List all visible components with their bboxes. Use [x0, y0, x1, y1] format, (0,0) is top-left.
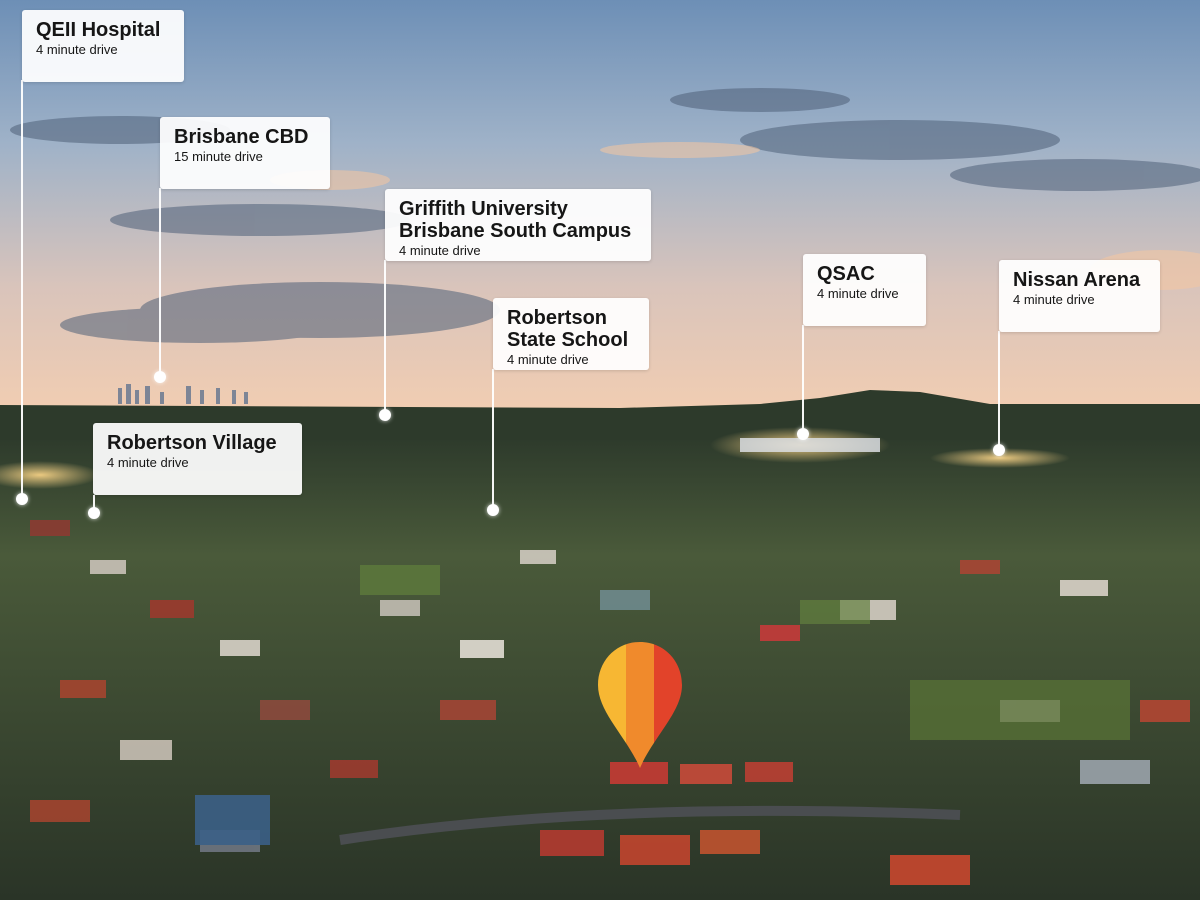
location-name: QSAC [817, 263, 875, 285]
drive-time: 4 minute drive [507, 352, 589, 367]
location-name: Robertson State School [507, 307, 629, 351]
drive-time: 4 minute drive [1013, 292, 1095, 307]
drive-time: 4 minute drive [817, 286, 899, 301]
leader-line-griffith [384, 260, 386, 414]
leader-line-school [492, 369, 494, 509]
location-name: Nissan Arena [1013, 269, 1141, 291]
location-name: Griffith University Brisbane South Campu… [399, 198, 632, 242]
anchor-dot-nissan [993, 444, 1005, 456]
leader-line-qeii [21, 80, 23, 498]
drive-time: 15 minute drive [174, 149, 263, 164]
anchor-dot-school [487, 504, 499, 516]
leader-line-village [93, 495, 95, 513]
location-label-school: Robertson State School 4 minute drive [493, 298, 649, 370]
map-pin-icon [598, 642, 682, 768]
location-label-cbd: Brisbane CBD 15 minute drive [160, 117, 330, 189]
drive-time: 4 minute drive [399, 243, 481, 258]
leader-line-cbd [159, 188, 161, 376]
leader-line-qsac [802, 325, 804, 433]
location-label-village: Robertson Village 4 minute drive [93, 423, 302, 495]
anchor-dot-qeii [16, 493, 28, 505]
drive-time: 4 minute drive [36, 42, 118, 57]
anchor-dot-cbd [154, 371, 166, 383]
location-name: QEII Hospital [36, 19, 161, 41]
anchor-dot-village [88, 507, 100, 519]
location-label-qsac: QSAC 4 minute drive [803, 254, 926, 326]
location-label-griffith: Griffith University Brisbane South Campu… [385, 189, 651, 261]
drive-time: 4 minute drive [107, 455, 189, 470]
anchor-dot-qsac [797, 428, 809, 440]
location-name: Brisbane CBD [174, 126, 309, 148]
location-label-qeii: QEII Hospital 4 minute drive [22, 10, 184, 82]
leader-line-nissan [998, 331, 1000, 449]
anchor-dot-griffith [379, 409, 391, 421]
location-label-nissan: Nissan Arena 4 minute drive [999, 260, 1160, 332]
location-name: Robertson Village [107, 432, 277, 454]
